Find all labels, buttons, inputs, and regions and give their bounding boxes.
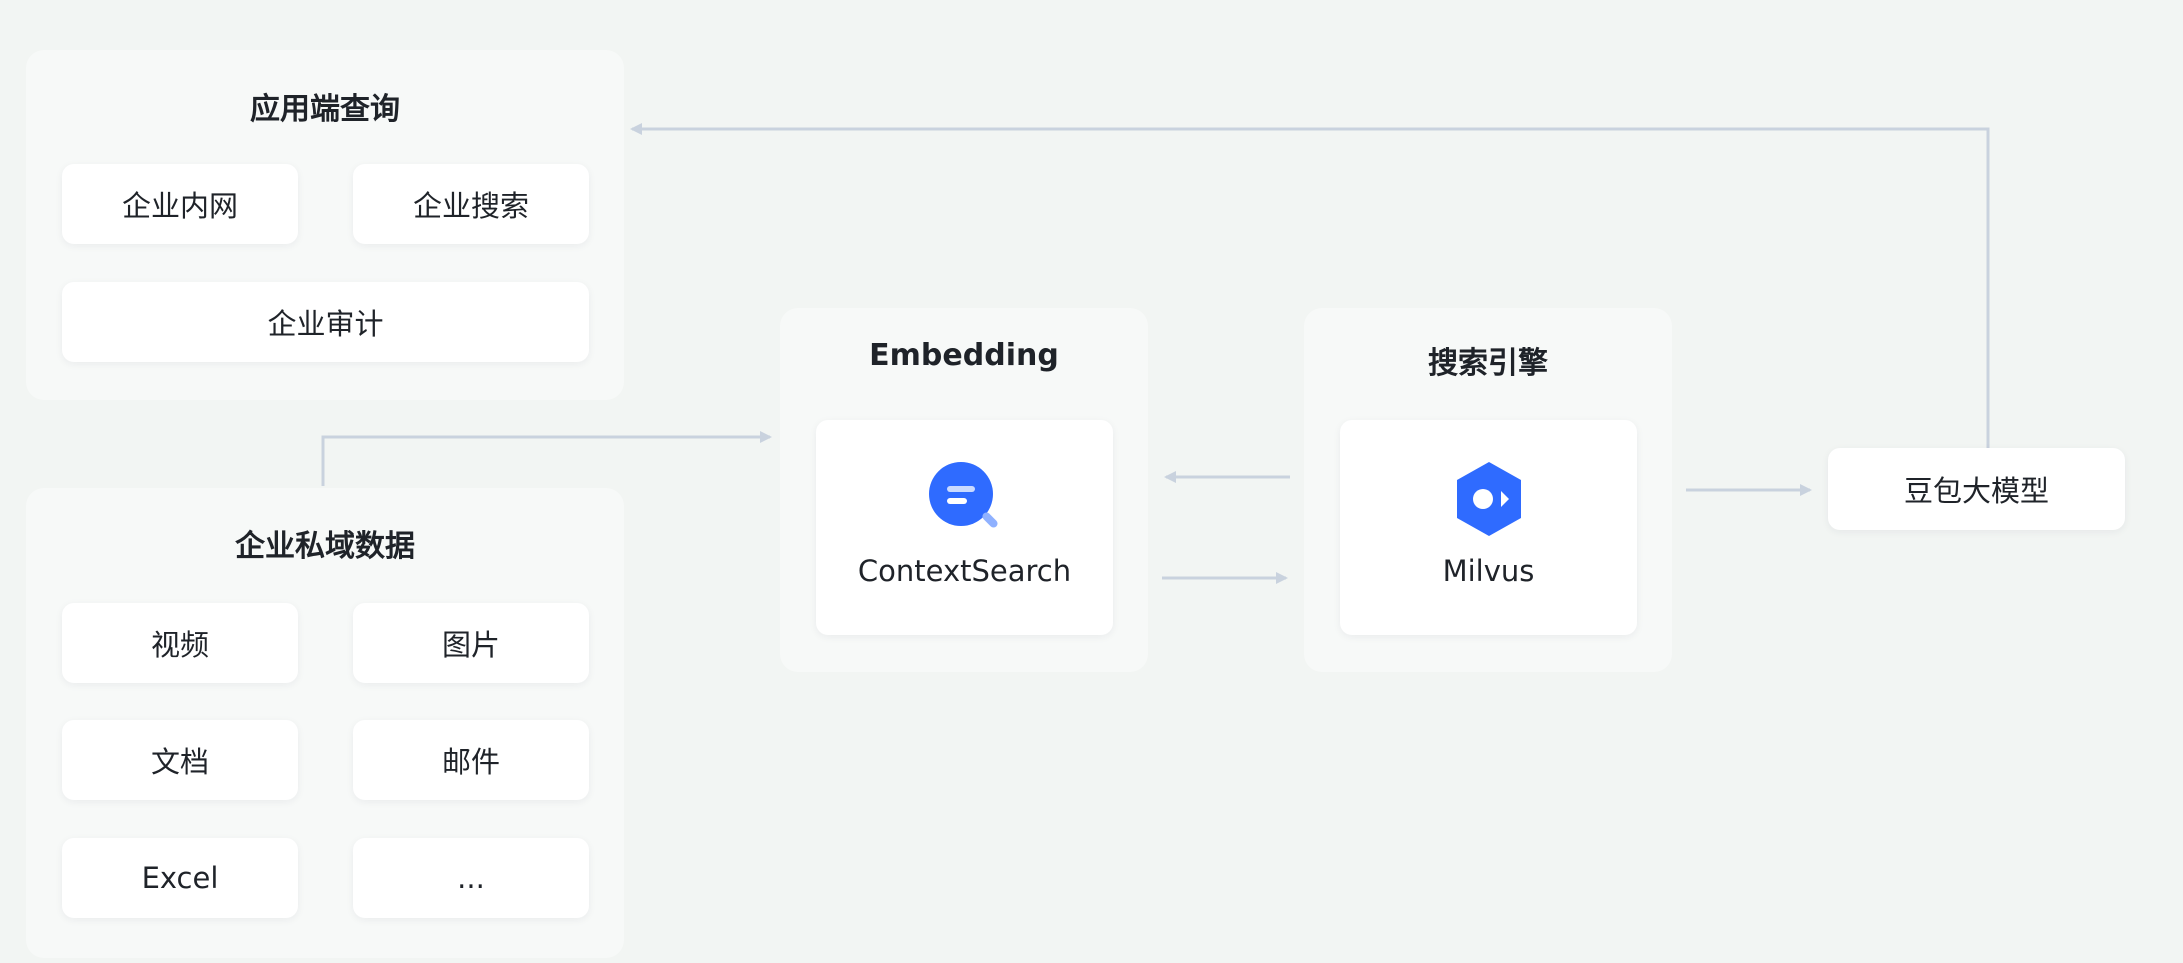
doubao-llm-card: 豆包大模型	[1828, 448, 2125, 530]
milvus-hexagon-icon	[1455, 462, 1523, 536]
private-data-title: 企业私域数据	[235, 529, 415, 564]
app-query-intranet-card: 企业内网	[62, 164, 298, 244]
private-data-image-card: 图片	[353, 603, 589, 683]
app-query-search-card: 企业搜索	[353, 164, 589, 244]
private-data-email-card: 邮件	[353, 720, 589, 800]
private-data-more-card: ...	[353, 838, 589, 918]
contextsearch-card: ContextSearch	[816, 420, 1113, 635]
app-query-audit-card: 企业审计	[62, 282, 589, 362]
magnifier-icon	[928, 462, 1001, 534]
app-query-title: 应用端查询	[250, 92, 400, 127]
private-data-excel-card: Excel	[62, 838, 298, 918]
embedding-title: Embedding	[869, 338, 1059, 373]
contextsearch-label: ContextSearch	[857, 554, 1072, 588]
private-data-video-card: 视频	[62, 603, 298, 683]
milvus-card: Milvus	[1340, 420, 1637, 635]
milvus-label: Milvus	[1442, 554, 1535, 588]
search-engine-title: 搜索引擎	[1428, 346, 1548, 381]
arrow-data-to-embedding	[321, 431, 772, 486]
private-data-document-card: 文档	[62, 720, 298, 800]
